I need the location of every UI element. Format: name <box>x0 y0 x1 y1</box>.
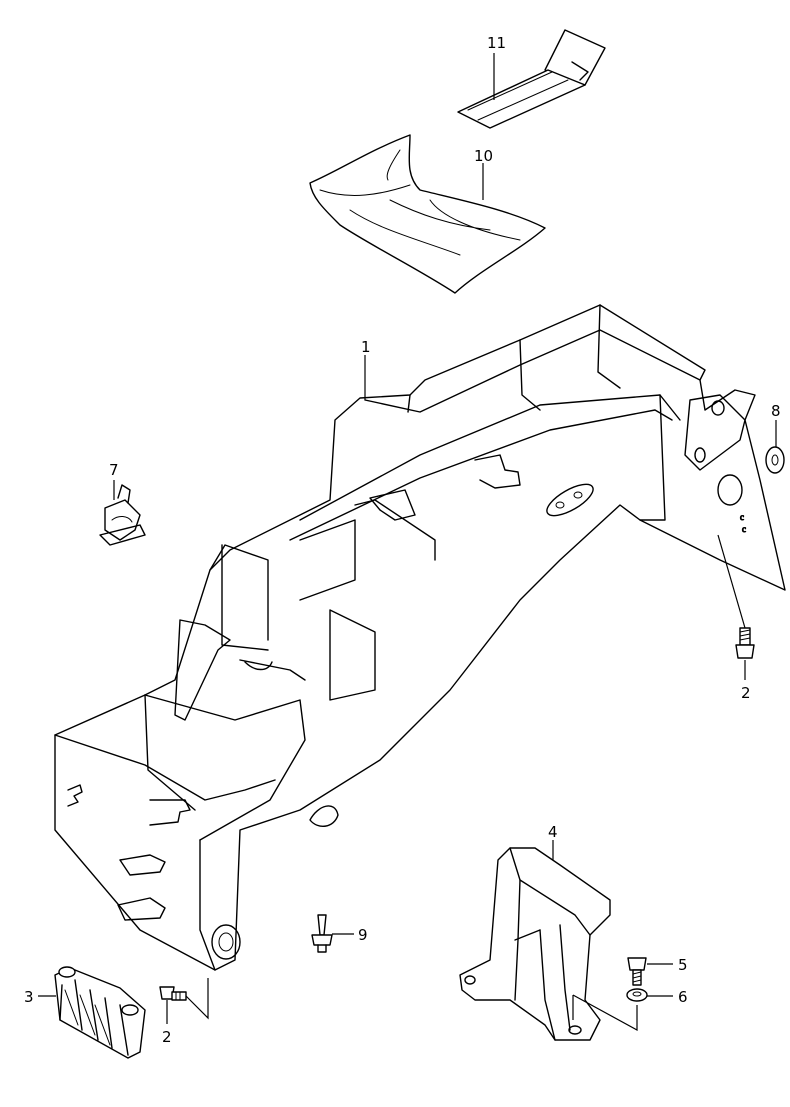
part-10-bag <box>309 134 546 294</box>
part-2-bolt-bottom <box>159 978 209 1024</box>
callout-4: 4 <box>548 823 558 841</box>
callout-2-bottom: 2 <box>162 1028 172 1046</box>
callout-10: 10 <box>474 147 493 165</box>
svg-text:c: c <box>740 512 744 522</box>
part-8-washer <box>765 420 785 474</box>
callout-5: 5 <box>678 956 688 974</box>
callout-7: 7 <box>109 461 119 479</box>
callout-3: 3 <box>24 988 34 1006</box>
part-4-cover <box>459 840 638 1041</box>
callout-9: 9 <box>358 926 368 944</box>
part-1-rear-fender: c c <box>54 304 786 971</box>
part-7-clamp <box>99 480 146 546</box>
part-9-rivet <box>311 914 354 953</box>
callout-1: 1 <box>361 338 371 356</box>
part-2-bolt-right <box>717 534 755 680</box>
part-3-bracket <box>38 966 146 1059</box>
part-11-strap <box>457 29 606 129</box>
part-6-washer <box>626 988 673 1002</box>
part-5-bolt <box>627 957 673 986</box>
callout-6: 6 <box>678 988 688 1006</box>
svg-text:c: c <box>742 524 746 534</box>
callout-8: 8 <box>771 402 781 420</box>
callout-11: 11 <box>487 34 506 52</box>
callout-2-right: 2 <box>741 684 751 702</box>
